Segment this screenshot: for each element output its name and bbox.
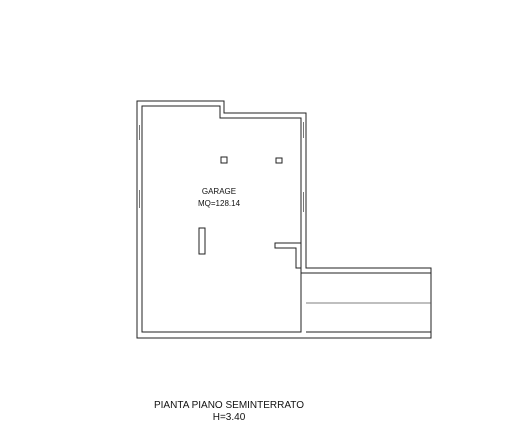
room-area: MQ=128.14 (198, 199, 241, 208)
plan-title: PIANTA PIANO SEMINTERRATO (154, 400, 304, 411)
column-fixture (198, 227, 206, 255)
room-name: GARAGE (202, 187, 236, 196)
garage-opening (274, 242, 301, 269)
inner-wall (141, 105, 302, 333)
pillar-right (275, 157, 283, 164)
pillar-left (220, 156, 228, 164)
outer-wall (136, 100, 432, 339)
plan-height: H=3.40 (213, 412, 246, 423)
